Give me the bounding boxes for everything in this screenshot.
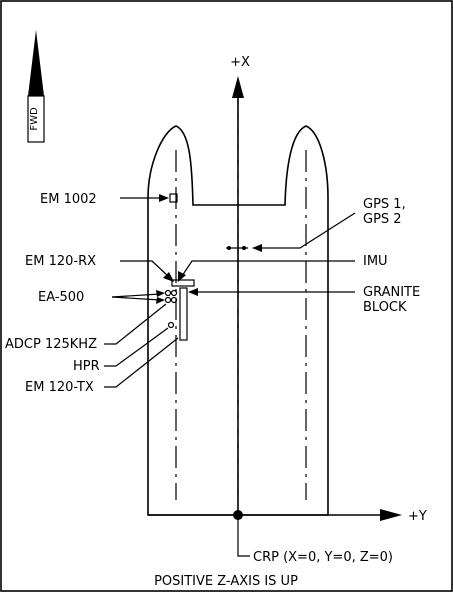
hull-outline — [147, 125, 329, 516]
ea500-marker-a-icon — [164, 289, 172, 297]
ea500-marker-c-icon — [170, 289, 178, 297]
z-axis-note: POSITIVE Z-AXIS IS UP — [154, 574, 298, 589]
ea500-leader-arrow-b-icon — [156, 297, 165, 304]
ea500-label: EA-500 — [38, 290, 84, 305]
adcp-label: ADCP 125KHZ — [5, 337, 97, 352]
gps-label-line2: GPS 2 — [363, 212, 402, 227]
adcp-leader — [104, 303, 167, 345]
x-axis-label: +X — [230, 55, 250, 70]
granite-block-label-line2: BLOCK — [363, 300, 407, 315]
em120rx-leader-arrow-icon — [163, 272, 174, 282]
y-axis-label: +Y — [408, 509, 427, 524]
em120rx-leader — [120, 260, 169, 277]
ea500-leader-b — [111, 296, 161, 301]
hpr-label: HPR — [73, 359, 100, 374]
em120rx-marker-icon — [171, 279, 195, 287]
em1002-marker-icon — [169, 193, 178, 203]
ea500-leader-a — [111, 293, 161, 298]
fwd-arrow-icon: FWD — [27, 30, 45, 143]
crp-leader — [237, 515, 250, 557]
ea500-marker-b-icon — [164, 296, 172, 304]
granite-block-leader-arrow-icon — [188, 288, 198, 296]
em120tx-leader — [104, 337, 179, 388]
imu-leader — [181, 260, 355, 277]
em1002-leader-arrow-icon — [159, 194, 169, 202]
granite-block-label-line1: GRANITE — [363, 285, 420, 300]
granite-block-marker-icon — [179, 287, 188, 341]
imu-label: IMU — [363, 254, 388, 269]
x-axis-arrow-icon — [232, 76, 244, 98]
imu-leader-arrow-icon — [178, 271, 186, 282]
ea500-marker-d-icon — [170, 296, 178, 304]
em120tx-label: EM 120-TX — [25, 380, 94, 395]
hpr-leader — [104, 327, 169, 367]
gps2-point-icon — [242, 246, 246, 250]
gps-leader — [262, 212, 356, 249]
gps-label-line1: GPS 1, — [363, 197, 406, 212]
crp-label: CRP (X=0, Y=0, Z=0) — [253, 550, 393, 565]
ea500-leader-arrow-a-icon — [156, 290, 165, 297]
em120rx-label: EM 120-RX — [25, 254, 96, 269]
fwd-label: FWD — [29, 107, 40, 131]
em1002-label: EM 1002 — [40, 192, 97, 207]
gps1-point-icon — [227, 246, 231, 250]
hpr-marker-icon — [167, 321, 175, 329]
gps-leader-arrow-icon — [252, 244, 262, 252]
y-axis-arrow-icon — [380, 509, 402, 521]
